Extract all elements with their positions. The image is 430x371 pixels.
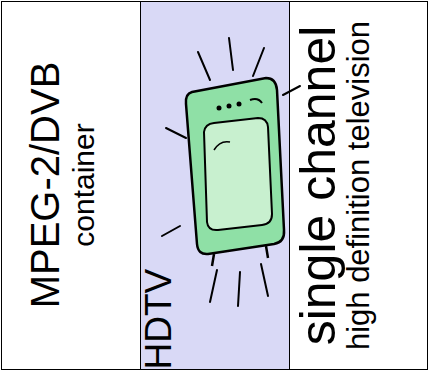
- panel-heading: MPEG-2/DVB: [23, 62, 67, 309]
- container-panel: MPEG-2/DVBcontainer: [1, 1, 141, 370]
- rotated-frame: single channelhigh definition television: [289, 1, 428, 370]
- rotated-frame: HDTV: [140, 1, 290, 370]
- rotated-frame: MPEG-2/DVBcontainer: [1, 1, 141, 370]
- panel-subtext: high definition television: [343, 20, 376, 349]
- channel-panel: single channelhigh definition television: [289, 1, 428, 370]
- hdtv-panel: HDTV: [140, 1, 290, 370]
- panel-subtext: container: [67, 123, 100, 246]
- panel-heading: HDTV: [140, 269, 177, 370]
- panel-heading: single channel: [293, 25, 343, 345]
